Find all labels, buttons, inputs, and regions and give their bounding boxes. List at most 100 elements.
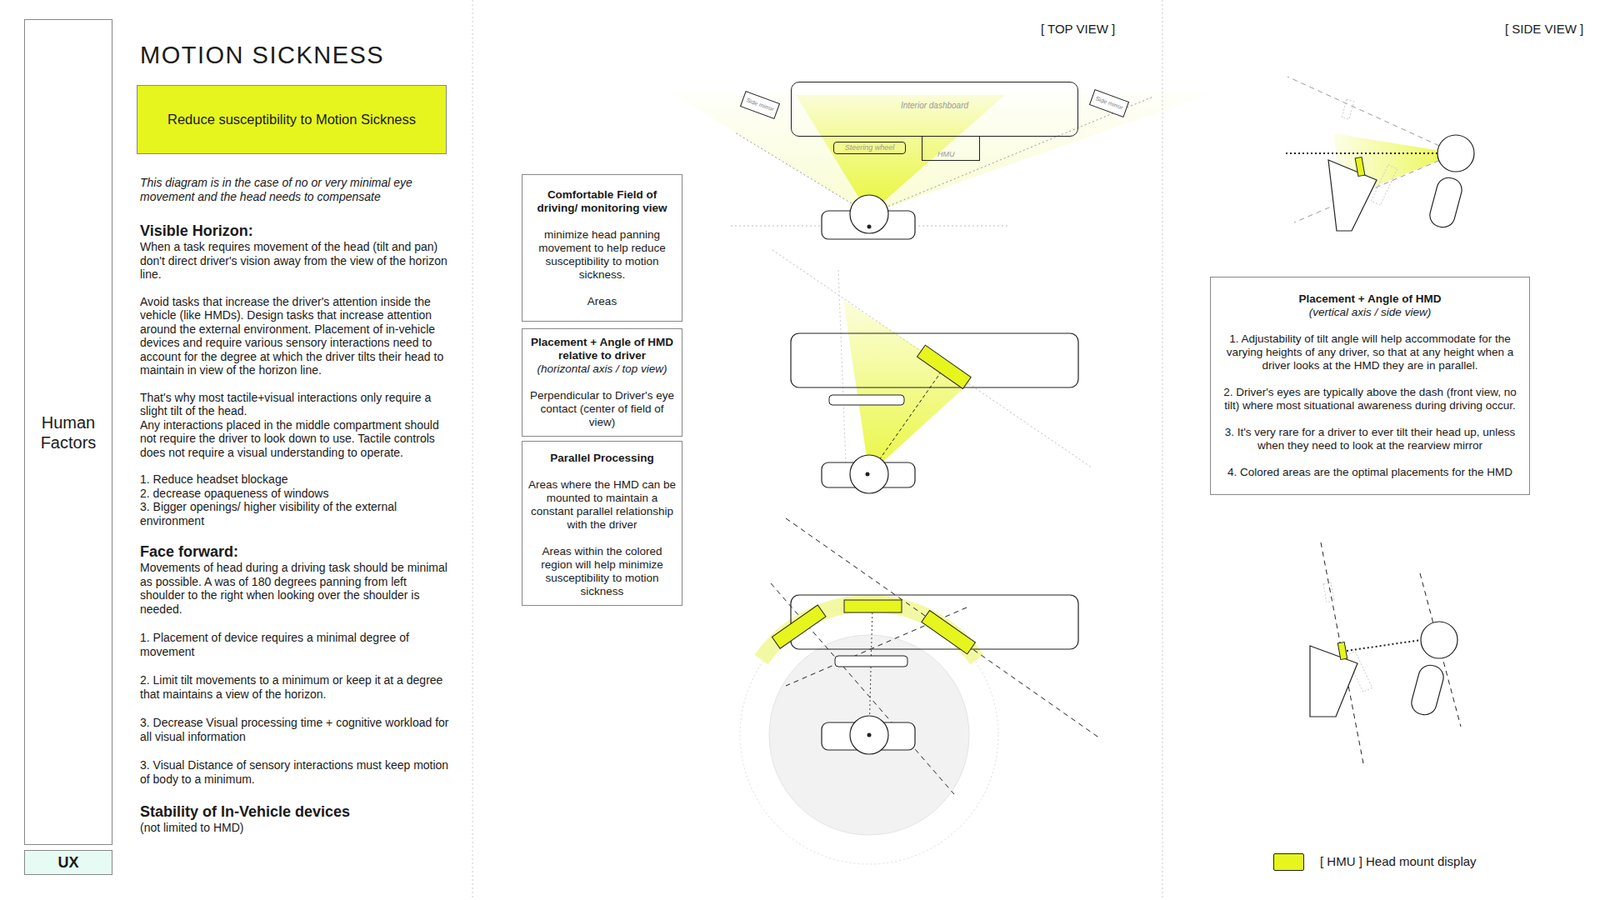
body-text: 2. decrease opaqueness of windows [140, 486, 452, 501]
drawing-rect [1323, 582, 1335, 602]
drawing-line [1162, 0, 1164, 900]
drawing-rect [917, 345, 972, 389]
section-heading: Visible Horizon: [140, 221, 452, 240]
drawing-line [772, 250, 1092, 468]
drawing-line [838, 270, 846, 465]
legend-text: [ HMU ] Head mount display [1320, 854, 1477, 869]
category-tag: UX [24, 850, 113, 875]
box-text: 2. Driver's eyes are typically above the… [1220, 385, 1520, 413]
hmu-box: HMU [921, 135, 980, 161]
mirror-box: Side mirror [1089, 89, 1130, 118]
drawing-rect [1341, 99, 1354, 120]
drawing-circle [1420, 621, 1458, 659]
box-heading: Interior dashboard [791, 100, 1078, 110]
body-text: That's why most tactile+visual interacti… [140, 390, 452, 419]
drawing-line [1287, 76, 1456, 154]
drawing-rect [1337, 641, 1347, 660]
drawing-polygon [795, 95, 1005, 215]
body-text: 3. Bigger openings/ higher visibility of… [140, 500, 452, 528]
drawing-line [869, 96, 1154, 215]
page-title: MOTION SICKNESS [140, 41, 385, 70]
drawing-line [785, 518, 1100, 739]
drawing-circle [865, 472, 870, 477]
info-box: Placement + Angle of HMD relative to dri… [521, 328, 683, 437]
drawing-rect [921, 610, 976, 655]
drawing-polygon [1328, 160, 1377, 231]
drawing-polygon [673, 94, 1210, 215]
side-view-1 [1285, 76, 1475, 231]
body-text: When a task requires movement of the hea… [140, 240, 452, 282]
box-text: minimize head panning movement to help r… [527, 228, 677, 282]
drawing-rect [1370, 165, 1397, 206]
body-text: 3. Visual Distance of sensory interactio… [140, 758, 452, 786]
box-text: Areas where the HMD can be mounted to ma… [527, 478, 677, 532]
text-wrap: Reduce susceptibility to Motion Sickness [167, 111, 416, 128]
mirror-box: Side mirror [740, 90, 780, 120]
drawing-rect [844, 600, 902, 613]
body-text: 1. Placement of device requires a minima… [140, 630, 452, 659]
info-box: Parallel ProcessingAreas where the HMD c… [521, 440, 683, 606]
box-text: Perpendicular to Driver's eye contact (c… [527, 389, 677, 430]
dashboard-box: Interior dashboard [790, 81, 1079, 137]
drawing-circle [867, 225, 872, 230]
drawing-circle [850, 455, 889, 494]
text-column: This diagram is in the case of no or ver… [140, 175, 452, 835]
info-box: Comfortable Field of driving/ monitoring… [521, 174, 683, 322]
drawing-circle [850, 715, 889, 755]
box-text: 3. It's very rare for a driver to ever t… [1220, 425, 1520, 453]
box-heading: Side mirror [745, 97, 775, 114]
box-text: (vertical axis / side view) [1220, 305, 1520, 320]
body-text: 2. Limit tilt movements to a minimum or … [140, 673, 452, 701]
text-wrap: UX [57, 854, 79, 872]
drawing-circle [769, 635, 970, 835]
drawing-line [1285, 152, 1438, 155]
top-view-3 [740, 518, 1100, 865]
text-wrap: Human Factors [25, 412, 112, 453]
top-view-1 [673, 94, 1210, 240]
box-text: (horizontal axis / top view) [527, 362, 677, 376]
box-heading: Human Factors [25, 412, 112, 453]
info-box: Placement + Angle of HMD(vertical axis /… [1210, 276, 1530, 495]
view-label: [ SIDE VIEW ] [1505, 21, 1584, 36]
section-heading: Face forward: [140, 542, 452, 561]
box-heading: UX [57, 854, 79, 872]
body-text: 3. Decrease Visual processing time + cog… [140, 715, 452, 744]
drawing-rect [835, 655, 908, 667]
body-text: Any interactions placed in the middle co… [140, 418, 452, 460]
drawing-rect [1409, 662, 1447, 718]
box-text: Areas within the colored region will hel… [527, 545, 677, 599]
legend-swatch [1273, 853, 1305, 871]
box-heading: HMU [937, 150, 955, 159]
box-heading: Side mirror [1095, 95, 1125, 112]
box-text: 1. Adjustability of tilt angle will help… [1220, 332, 1520, 373]
goal-box: Reduce susceptibility to Motion Sickness [136, 85, 447, 155]
body-text: (not limited to HMD) [140, 820, 452, 835]
body-text: Movements of head during a driving task … [140, 560, 452, 616]
box-heading: Steering wheel [834, 142, 905, 154]
drawing-line [1346, 640, 1421, 651]
view-label: [ TOP VIEW ] [1040, 21, 1115, 36]
drawing-rect [829, 395, 905, 405]
side-view-2 [1310, 542, 1461, 764]
category-panel: Human Factors [24, 19, 113, 845]
box-text: Areas [527, 295, 677, 309]
body-text: Avoid tasks that increase the driver's a… [140, 295, 452, 378]
box-text: 4. Colored areas are the optimal placeme… [1220, 465, 1520, 480]
drawing-rect [771, 605, 826, 649]
drawing-rect [1355, 156, 1365, 176]
steering-box: Steering wheel [833, 141, 906, 155]
drawing-circle [850, 195, 889, 234]
drawing-line [472, 0, 474, 900]
drawing-circle [1437, 135, 1475, 172]
section-heading: Stability of In-Vehicle devices [140, 802, 452, 821]
box-heading: Reduce susceptibility to Motion Sickness [167, 111, 416, 128]
box-heading: Comfortable Field of driving/ monitoring… [527, 188, 677, 215]
drawing-circle [867, 733, 872, 738]
box-heading: Placement + Angle of HMD relative to dri… [527, 335, 677, 363]
body-text: This diagram is in the case of no or ver… [140, 175, 452, 204]
top-view-2 [772, 250, 1092, 494]
box-heading: Parallel Processing [527, 451, 677, 465]
drawing-polygon [1310, 645, 1358, 717]
box-heading: Placement + Angle of HMD [1220, 292, 1520, 306]
